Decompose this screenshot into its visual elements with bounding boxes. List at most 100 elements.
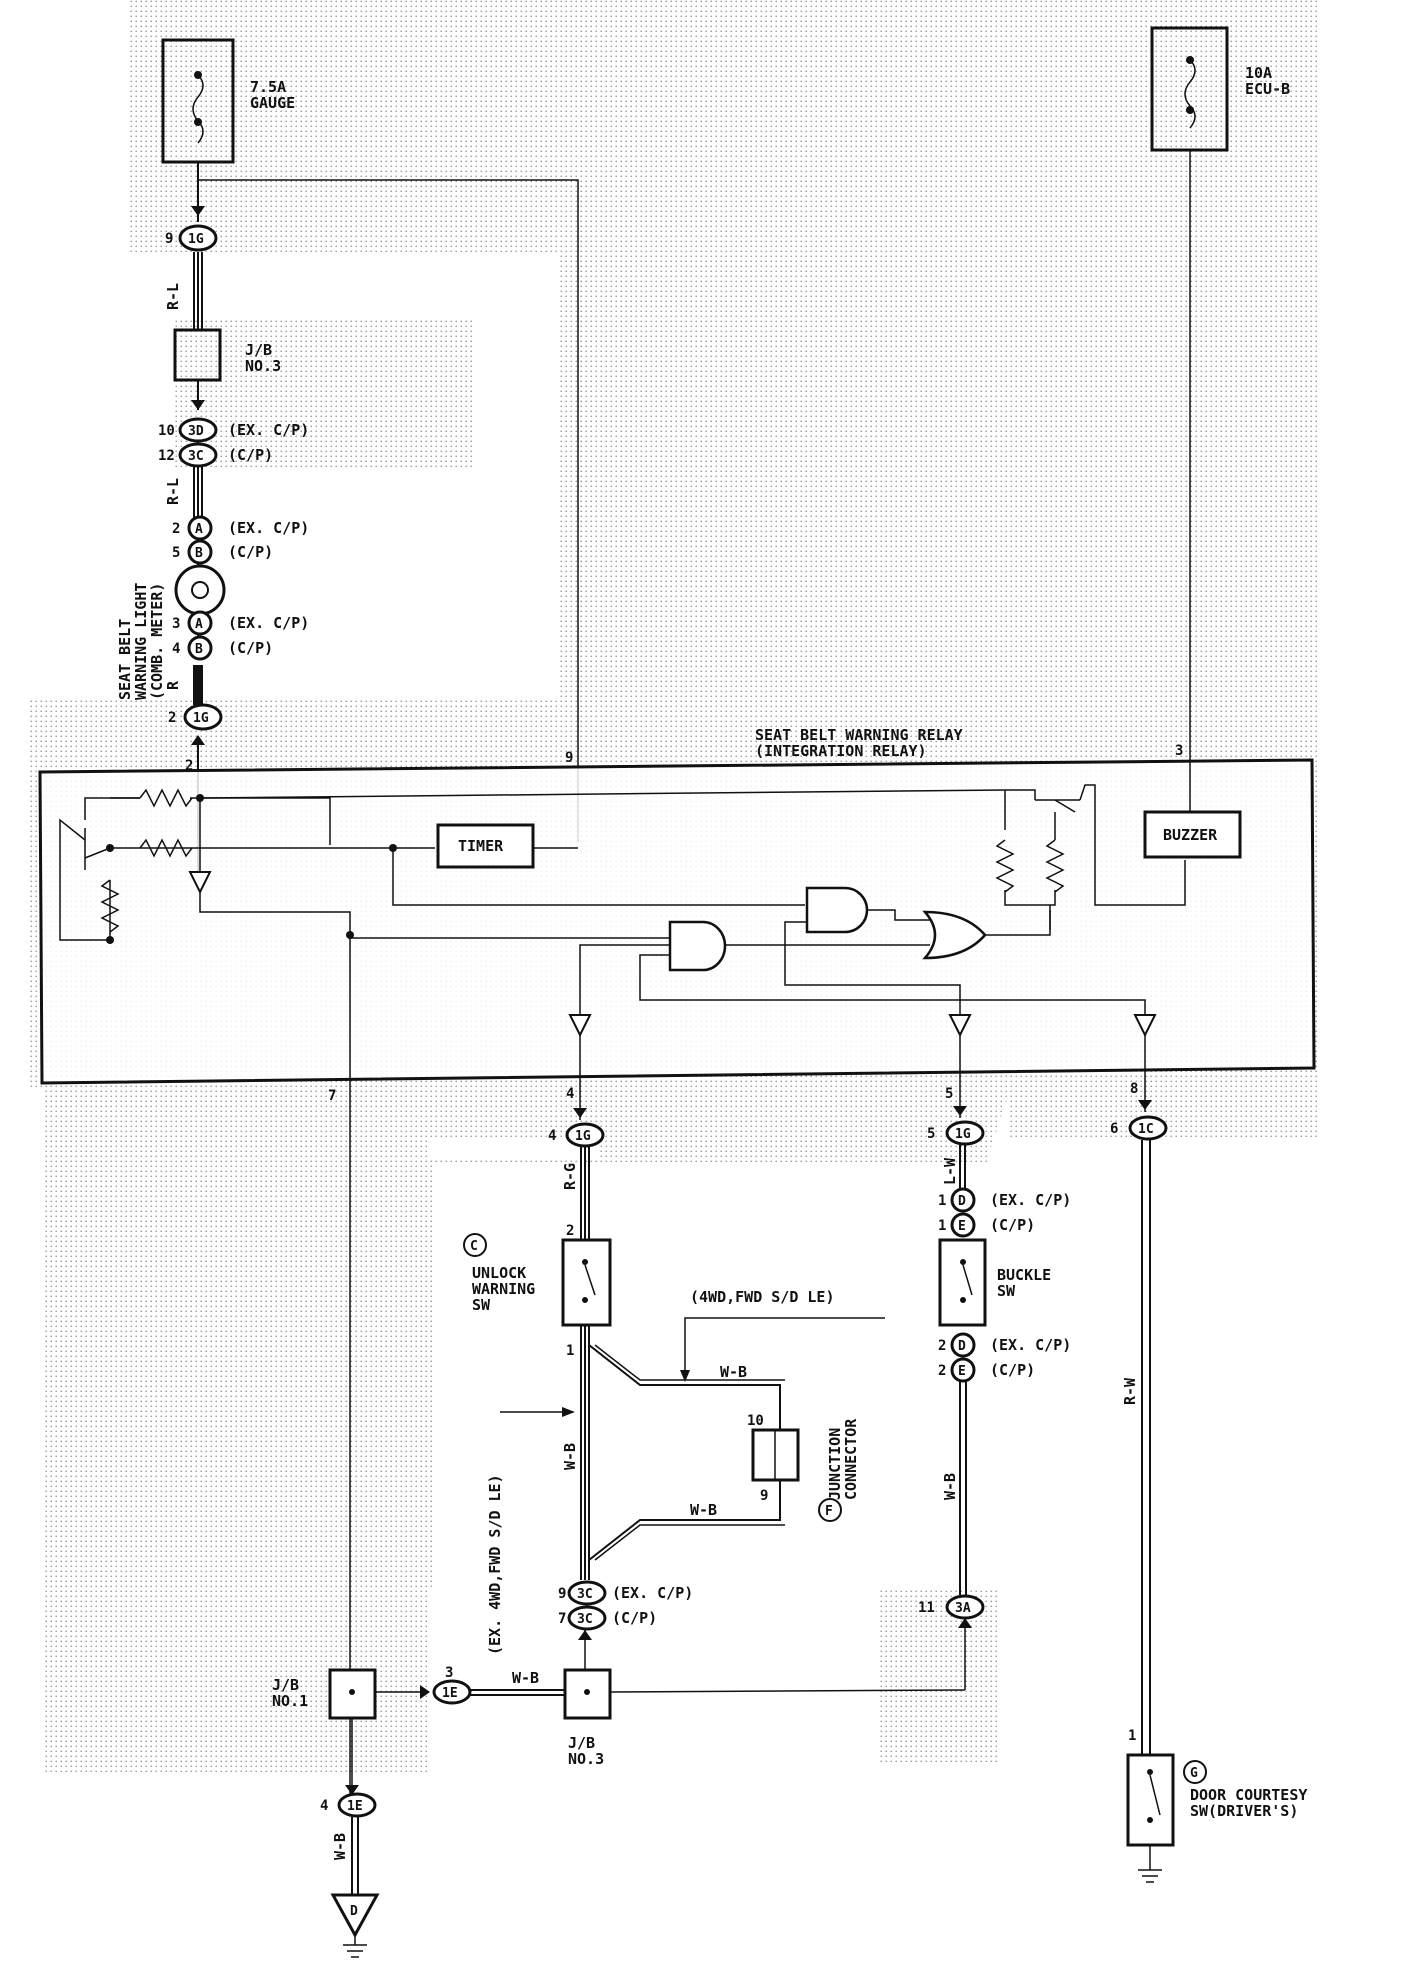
svg-text:W-B: W-B: [512, 1669, 539, 1687]
svg-text:2: 2: [938, 1363, 946, 1379]
svg-text:1: 1: [938, 1193, 946, 1209]
svg-text:1: 1: [1128, 1728, 1136, 1744]
svg-text:9: 9: [165, 231, 173, 247]
relay-pin-labels-bottom: 7 4 5 8: [328, 1081, 1138, 1104]
svg-text:R-G: R-G: [561, 1163, 579, 1190]
fuse-gauge: 7.5A GAUGE: [161, 38, 295, 164]
svg-text:1G: 1G: [193, 711, 209, 726]
svg-text:1C: 1C: [1138, 1122, 1154, 1137]
svg-text:A: A: [195, 617, 203, 632]
svg-text:10: 10: [158, 423, 175, 439]
svg-text:C: C: [470, 1239, 478, 1254]
svg-text:1E: 1E: [442, 1686, 458, 1701]
svg-text:10: 10: [747, 1413, 764, 1429]
warning-light-label-1: SEAT BELTWARNING LIGHT(COMB. METER): [116, 583, 166, 700]
svg-text:3A: 3A: [955, 1601, 971, 1616]
svg-text:D: D: [350, 1904, 358, 1919]
svg-text:D: D: [958, 1339, 966, 1354]
svg-text:(C/P): (C/P): [612, 1609, 657, 1627]
svg-text:2: 2: [566, 1223, 574, 1239]
svg-text:3: 3: [1175, 743, 1183, 759]
svg-text:1G: 1G: [188, 232, 204, 247]
relay-title: SEAT BELT WARNING RELAY: [755, 726, 963, 744]
svg-text:1: 1: [938, 1218, 946, 1234]
relay-internal-circuit: TIMER BUZZER: [59, 784, 1242, 1078]
svg-text:2: 2: [185, 758, 193, 774]
svg-text:J/BNO.3: J/BNO.3: [245, 341, 281, 375]
svg-text:9: 9: [760, 1488, 768, 1504]
svg-text:W-B: W-B: [561, 1443, 579, 1470]
wire-label-r: R: [164, 680, 182, 690]
svg-text:W-B: W-B: [941, 1473, 959, 1500]
note-ex-4wd: (EX. 4WD,FWD S/D LE): [486, 1474, 504, 1655]
svg-text:W-B: W-B: [690, 1501, 717, 1519]
svg-text:4: 4: [566, 1086, 574, 1102]
shaded-jb3-area: [175, 320, 475, 470]
svg-text:4: 4: [320, 1798, 328, 1814]
svg-text:5: 5: [927, 1126, 935, 1142]
and-gate-lower: [668, 920, 727, 972]
junction-label: JUNCTIONCONNECTOR: [826, 1418, 860, 1500]
svg-text:7: 7: [328, 1088, 336, 1104]
svg-text:(EX. C/P): (EX. C/P): [228, 614, 309, 632]
svg-text:1: 1: [566, 1343, 574, 1359]
svg-text:4: 4: [172, 641, 180, 657]
svg-text:3: 3: [172, 616, 180, 632]
svg-text:R-W: R-W: [1121, 1377, 1139, 1405]
svg-text:3C: 3C: [577, 1587, 593, 1602]
svg-text:2: 2: [938, 1338, 946, 1354]
svg-text:(EX. C/P): (EX. C/P): [990, 1336, 1071, 1354]
svg-text:(C/P): (C/P): [228, 639, 273, 657]
shaded-lower-right: [880, 1590, 1000, 1765]
svg-text:9: 9: [565, 750, 573, 766]
svg-text:B: B: [195, 546, 203, 561]
svg-text:1E: 1E: [347, 1799, 363, 1814]
svg-text:3C: 3C: [577, 1612, 593, 1627]
svg-text:D: D: [958, 1194, 966, 1209]
svg-text:8: 8: [1130, 1081, 1138, 1097]
connector-3d-3c: 10 3D (EX. C/P) 12 3C (C/P) R-L: [158, 417, 309, 505]
svg-text:2: 2: [172, 521, 180, 537]
svg-text:(EX. C/P): (EX. C/P): [228, 421, 309, 439]
svg-text:(EX. C/P): (EX. C/P): [612, 1584, 693, 1602]
svg-text:(C/P): (C/P): [990, 1216, 1035, 1234]
svg-text:6: 6: [1110, 1121, 1118, 1137]
ground-d-icon: [330, 1893, 380, 1939]
svg-text:A: A: [195, 522, 203, 537]
svg-text:2: 2: [168, 710, 176, 726]
and-gate-upper: [805, 886, 869, 934]
connector-1g-mid: 2 1G: [168, 703, 223, 731]
svg-text:L-W: L-W: [941, 1157, 959, 1185]
svg-text:11: 11: [918, 1600, 935, 1616]
buzzer-box: [1143, 810, 1242, 859]
unlock-warning-switch: [561, 1238, 612, 1327]
svg-text:5: 5: [172, 545, 180, 561]
note-4wd: (4WD,FWD S/D LE): [690, 1288, 835, 1306]
svg-text:E: E: [958, 1364, 966, 1379]
svg-text:W-B: W-B: [720, 1363, 747, 1381]
svg-text:E: E: [958, 1219, 966, 1234]
svg-text:W-B: W-B: [331, 1833, 349, 1860]
door-courtesy-switch: [1126, 1753, 1175, 1847]
buckle-switch: [938, 1238, 987, 1327]
relay-subtitle: (INTEGRATION RELAY): [755, 742, 927, 760]
svg-text:4: 4: [548, 1128, 556, 1144]
fuse-gauge-amp: 7.5A: [250, 78, 286, 96]
svg-text:1G: 1G: [575, 1129, 591, 1144]
connector-1g-top: 9 1G R-L: [164, 224, 218, 310]
fuse-ecu-b-name: ECU-B: [1245, 80, 1290, 98]
svg-text:(C/P): (C/P): [228, 543, 273, 561]
or-gate: [922, 910, 987, 960]
svg-text:3D: 3D: [188, 424, 204, 439]
